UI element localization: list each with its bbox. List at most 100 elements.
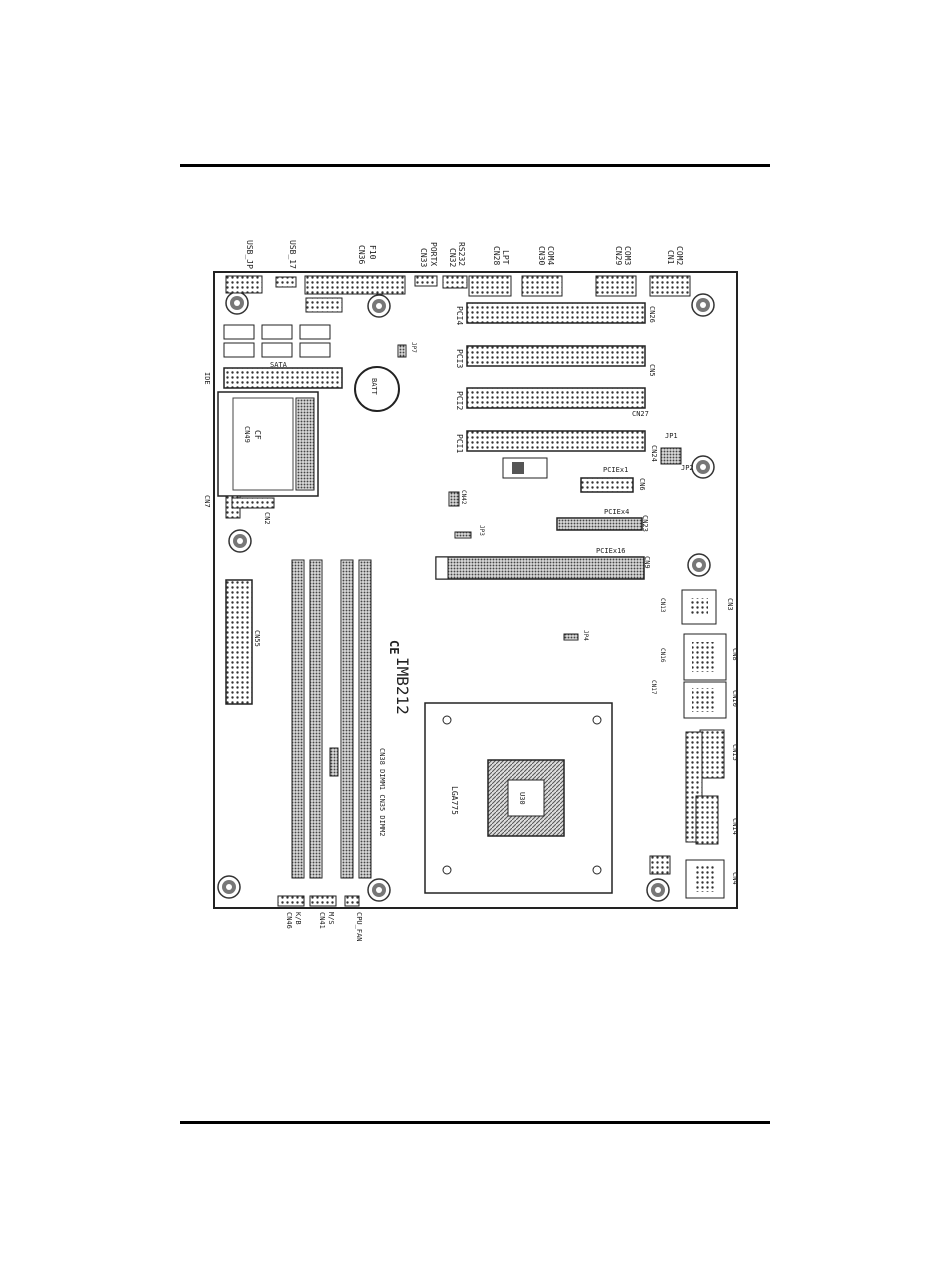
label-cn30: CN30 — [537, 246, 546, 265]
cpu-screw — [442, 715, 452, 725]
label-kb: K/B — [294, 912, 302, 925]
label-portx: PORTX — [429, 242, 438, 266]
pciex1-slot — [580, 477, 634, 493]
label-cpu-fan: CPU_FAN — [355, 912, 363, 942]
pciex16-latch — [435, 556, 449, 580]
usb-header-2 — [275, 276, 297, 288]
mounting-hole — [687, 553, 711, 577]
sata-port-3 — [299, 324, 331, 340]
label-ms: M/S — [327, 912, 335, 925]
label-cn7: CN7 — [203, 495, 211, 508]
header-cn40 — [305, 297, 343, 313]
pci4-slot — [466, 302, 646, 324]
label-pciex1: PCIEx1 — [603, 466, 628, 474]
battery — [354, 366, 400, 412]
label-cn10: CN10 — [731, 690, 739, 707]
mounting-hole — [225, 291, 249, 315]
lan-rear-cn10-pins — [692, 688, 716, 712]
sata-port-6 — [299, 342, 331, 358]
label-cn55: CN55 — [253, 630, 261, 647]
label-jp7: JP7 — [410, 342, 417, 353]
label-f10: F10 — [368, 245, 377, 260]
label-cn5: CN5 — [648, 364, 656, 377]
label-com4: COM4 — [546, 246, 555, 265]
jumper-jp4 — [563, 633, 579, 641]
label-cn41: CN41 — [318, 912, 326, 929]
label-sata: SATA — [270, 361, 288, 369]
label-cn28: CN28 — [492, 246, 501, 265]
ps2-rear-cn4-pins — [694, 866, 716, 892]
label-pci2: PCI2 — [455, 391, 464, 410]
label-cn1: CN1 — [666, 250, 675, 265]
label-ide: IDE — [203, 372, 211, 385]
dimm-slot-2 — [309, 559, 323, 879]
pci1-slot — [466, 430, 646, 452]
label-cpu-mark: IMB212 — [393, 657, 412, 715]
f10-header — [304, 275, 406, 295]
dimm-slot-4 — [358, 559, 372, 879]
pci3-slot — [466, 345, 646, 367]
label-cn29: CN29 — [614, 246, 623, 265]
label-cn2: CN2 — [263, 512, 271, 525]
label-pci3: PCI3 — [455, 349, 464, 368]
mounting-hole — [367, 878, 391, 902]
atx-power-cn55 — [225, 579, 253, 705]
label-com2: COM2 — [675, 246, 684, 265]
label-cn33: CN33 — [419, 248, 428, 267]
label-cn26: CN26 — [648, 306, 656, 323]
label-dimm: CN38 DIMM1 CN35 DIMM2 — [378, 748, 386, 837]
label-pci1: PCI1 — [455, 434, 464, 453]
mounting-hole — [228, 529, 252, 553]
label-batt: BATT — [370, 378, 378, 396]
label-usb1: USB_17 — [288, 240, 297, 269]
label-cn49: CN49 — [243, 426, 251, 443]
dimm-slot-3 — [340, 559, 354, 879]
com2-header — [649, 275, 691, 297]
mounting-hole — [691, 293, 715, 317]
label-cn16: CN16 — [659, 648, 666, 663]
cpu-die — [507, 779, 545, 817]
label-lpt: LPT — [501, 250, 510, 265]
rs232-header — [442, 275, 468, 289]
cf-pins — [295, 397, 315, 491]
label-cn17: CN17 — [650, 680, 657, 695]
dimm-jumper — [329, 747, 339, 777]
cf-slot-inner — [232, 397, 294, 491]
label-pciex16: PCIEx16 — [596, 547, 626, 555]
header-cn2 — [231, 497, 275, 509]
com3-header — [595, 275, 637, 297]
mounting-hole — [646, 878, 670, 902]
label-cf: CF — [253, 430, 262, 440]
label-usb-top: USB_JP — [245, 240, 254, 269]
jumper-jp3 — [454, 531, 472, 539]
label-cn8: CN8 — [731, 648, 739, 661]
usb-header-top — [225, 275, 263, 294]
label-jp4: JP4 — [582, 630, 589, 641]
sata-port-2 — [261, 324, 293, 340]
com4-header — [521, 275, 563, 297]
cpu-power-header — [649, 855, 671, 875]
jumper-jp7 — [397, 344, 407, 358]
label-pci4: PCI4 — [455, 306, 464, 325]
label-cn3: CN3 — [726, 598, 734, 611]
label-cn46: CN46 — [285, 912, 293, 929]
chip-u21 — [502, 457, 548, 479]
cn42-header — [448, 491, 460, 507]
cpu-fan-header — [344, 895, 360, 907]
label-cn23: CN23 — [641, 515, 649, 532]
label-u30: U30 — [518, 792, 526, 805]
jp1-jumper — [660, 447, 682, 465]
port-header — [414, 275, 438, 287]
label-lga: LGA775 — [450, 786, 459, 815]
label-rs2: RS232 — [457, 242, 466, 266]
label-cn36: CN36 — [357, 245, 366, 264]
label-cn4: CN4 — [731, 872, 739, 885]
sata-port-4 — [223, 342, 255, 358]
mounting-hole — [691, 455, 715, 479]
label-cn14: CN14 — [731, 818, 739, 835]
label-cn6: CN6 — [638, 478, 646, 491]
label-cn27: CN27 — [632, 410, 649, 418]
audio-rear — [695, 795, 719, 845]
footer-rule — [180, 1121, 770, 1124]
